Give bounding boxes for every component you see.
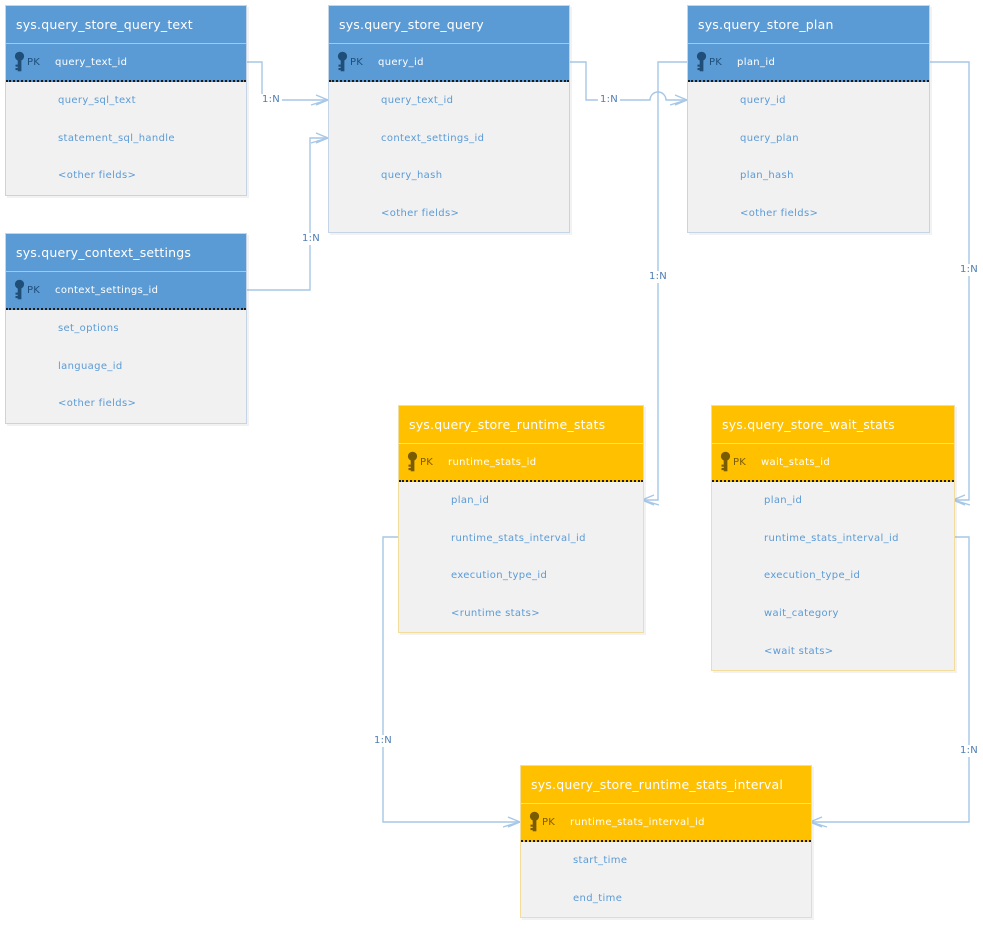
- field-row: query_sql_text: [58, 95, 136, 107]
- field-row: runtime_stats_interval_id: [764, 532, 899, 544]
- primary-key-icon: [696, 51, 707, 71]
- field-row: end_time: [573, 892, 623, 904]
- pk-field-name: wait_stats_id: [761, 456, 831, 468]
- arrowhead-icon: [310, 132, 330, 144]
- field-row: <other fields>: [740, 208, 819, 220]
- field-row: execution_type_id: [451, 570, 548, 582]
- field-row: execution_type_id: [764, 570, 861, 582]
- table-title: sys.query_store_plan: [688, 6, 929, 44]
- field-row: plan_hash: [740, 170, 794, 182]
- primary-key-icon: [14, 51, 25, 71]
- pk-field-name: runtime_stats_id: [448, 456, 537, 468]
- arrowhead-icon: [669, 94, 689, 106]
- field-row: <other fields>: [58, 170, 137, 182]
- field-row: <wait stats>: [764, 645, 834, 657]
- field-row: query_hash: [381, 170, 443, 182]
- primary-key-icon: [407, 451, 418, 471]
- pk-field-name: context_settings_id: [55, 284, 159, 296]
- primary-key-icon: [720, 451, 731, 471]
- cardinality-label: 1:N: [957, 745, 981, 757]
- pk-row: PK query_text_id: [6, 44, 246, 82]
- connector-context-settings-to-query: [245, 137, 328, 291]
- cardinality-label: 1:N: [371, 735, 395, 747]
- cardinality-label: 1:N: [259, 94, 283, 106]
- cardinality-label: 1:N: [597, 94, 621, 106]
- arrowhead-icon: [808, 816, 828, 828]
- field-row: query_id: [740, 95, 786, 107]
- pk-badge: PK: [27, 284, 40, 296]
- field-row: query_plan: [740, 132, 799, 144]
- cardinality-label: 1:N: [957, 264, 981, 276]
- table-title: sys.query_store_runtime_stats: [399, 406, 643, 444]
- table-title: sys.query_store_query_text: [6, 6, 246, 44]
- cardinality-label: 1:N: [299, 233, 323, 245]
- field-row: plan_id: [451, 495, 490, 507]
- pk-badge: PK: [27, 56, 40, 68]
- pk-row: PK wait_stats_id: [712, 444, 954, 482]
- field-row: plan_id: [764, 495, 803, 507]
- table-title: sys.query_context_settings: [6, 234, 246, 272]
- table-title: sys.query_store_runtime_stats_interval: [521, 766, 811, 804]
- pk-row: PK runtime_stats_interval_id: [521, 804, 811, 842]
- pk-badge: PK: [542, 816, 555, 828]
- field-row: language_id: [58, 360, 123, 372]
- pk-row: PK context_settings_id: [6, 272, 246, 310]
- connector-query-to-plan: [568, 61, 687, 101]
- cardinality-label: 1:N: [646, 271, 670, 283]
- arrowhead-icon: [310, 94, 330, 106]
- field-row: query_text_id: [381, 95, 454, 107]
- field-row: <other fields>: [381, 208, 460, 220]
- field-row: <other fields>: [58, 398, 137, 410]
- primary-key-icon: [14, 279, 25, 299]
- primary-key-icon: [529, 811, 540, 831]
- table-title: sys.query_store_wait_stats: [712, 406, 954, 444]
- primary-key-icon: [337, 51, 348, 71]
- field-row: <runtime stats>: [451, 608, 540, 620]
- table-title: sys.query_store_query: [329, 6, 569, 44]
- arrowhead-icon: [951, 494, 971, 506]
- field-row: statement_sql_handle: [58, 132, 175, 144]
- field-row: set_options: [58, 323, 119, 335]
- field-row: context_settings_id: [381, 132, 485, 144]
- pk-field-name: query_id: [378, 56, 424, 68]
- pk-field-name: runtime_stats_interval_id: [570, 816, 705, 828]
- pk-badge: PK: [420, 456, 433, 468]
- pk-badge: PK: [350, 56, 363, 68]
- pk-badge: PK: [709, 56, 722, 68]
- arrowhead-icon: [502, 816, 522, 828]
- pk-row: PK plan_id: [688, 44, 929, 82]
- pk-badge: PK: [733, 456, 746, 468]
- arrowhead-icon: [640, 494, 660, 506]
- pk-field-name: query_text_id: [55, 56, 128, 68]
- pk-field-name: plan_id: [737, 56, 776, 68]
- field-row: start_time: [573, 855, 628, 867]
- pk-row: PK runtime_stats_id: [399, 444, 643, 482]
- connector-query-text-to-query: [245, 61, 328, 101]
- field-row: runtime_stats_interval_id: [451, 532, 586, 544]
- field-row: wait_category: [764, 608, 839, 620]
- pk-row: PK query_id: [329, 44, 569, 82]
